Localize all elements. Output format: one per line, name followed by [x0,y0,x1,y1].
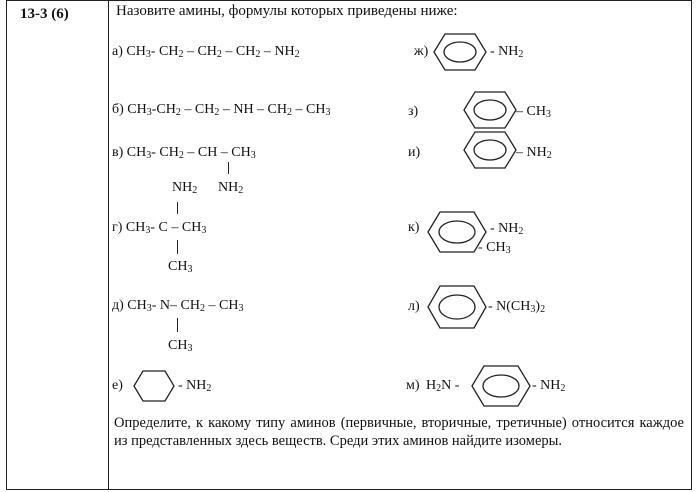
item-k-group2: - CH3 [478,240,511,256]
item-a-formula: CH3- CH2 – CH2 – CH2 – NH2 [126,44,300,60]
item-g-formula: CH3- C – CH3 [125,220,207,236]
column-divider [108,0,109,490]
item-m-left: H2N - [426,378,460,394]
benzene-ring [427,285,487,329]
item-zh-label: ж) [414,44,429,59]
item-a-label: а) [112,44,123,59]
item-b: б) CH3-CH2 – CH2 – NH – CH2 – CH3 [112,102,330,118]
item-g-label: г) [112,220,123,235]
item-m-right: - NH2 [532,378,566,394]
benzene-ring [433,33,487,71]
question-text: Определите, к какому типу аминов (первич… [114,415,684,449]
bond-line [177,202,178,214]
benzene-ring [463,91,517,129]
benzene-ring [471,365,531,407]
item-b-formula: CH3-CH2 – CH2 – NH – CH2 – CH3 [127,102,331,118]
item-v-sub2: NH2 [218,180,244,196]
item-k-label: к) [408,220,420,235]
table-frame [6,0,692,490]
item-zh-group: - NH2 [490,44,524,60]
item-k-group1: - NH2 [490,221,524,237]
bond-line [228,162,229,174]
item-z-group: – CH3 [516,104,551,120]
item-l-group: - N(CH3)2 [488,299,546,315]
item-d-bottom: CH3 [168,338,193,354]
item-i-group: – NH2 [516,145,552,161]
benzene-ring [427,211,487,253]
problem-number: 13-3 (6) [20,6,69,22]
item-g: г) CH3- C – CH3 [112,220,206,236]
bond-line [177,240,178,254]
item-v-label: в) [112,145,124,160]
cyclohexane-ring [133,370,175,402]
task-text: Назовите амины, формулы которых приведен… [116,3,458,19]
item-d: д) CH3- N– CH2 – CH3 [112,298,243,314]
item-g-bottom: CH3 [168,259,193,275]
item-e-label: е) [112,378,123,393]
item-v: в) CH3- CH2 – CH – CH3 [112,145,256,161]
item-m-label: м) [406,378,420,393]
item-i-label: и) [408,145,421,160]
item-d-label: д) [112,298,124,313]
item-v-formula: CH3- CH2 – CH – CH3 [126,145,256,161]
item-l-label: л) [408,299,420,314]
bond-line [177,318,178,332]
item-v-sub1: NH2 [172,180,198,196]
item-b-label: б) [112,102,124,117]
item-z-label: з) [408,104,419,119]
benzene-ring [463,131,517,169]
item-e-group: - NH2 [178,378,212,394]
item-a: а) CH3- CH2 – CH2 – CH2 – NH2 [112,44,300,60]
item-d-formula: CH3- N– CH2 – CH3 [127,298,244,314]
